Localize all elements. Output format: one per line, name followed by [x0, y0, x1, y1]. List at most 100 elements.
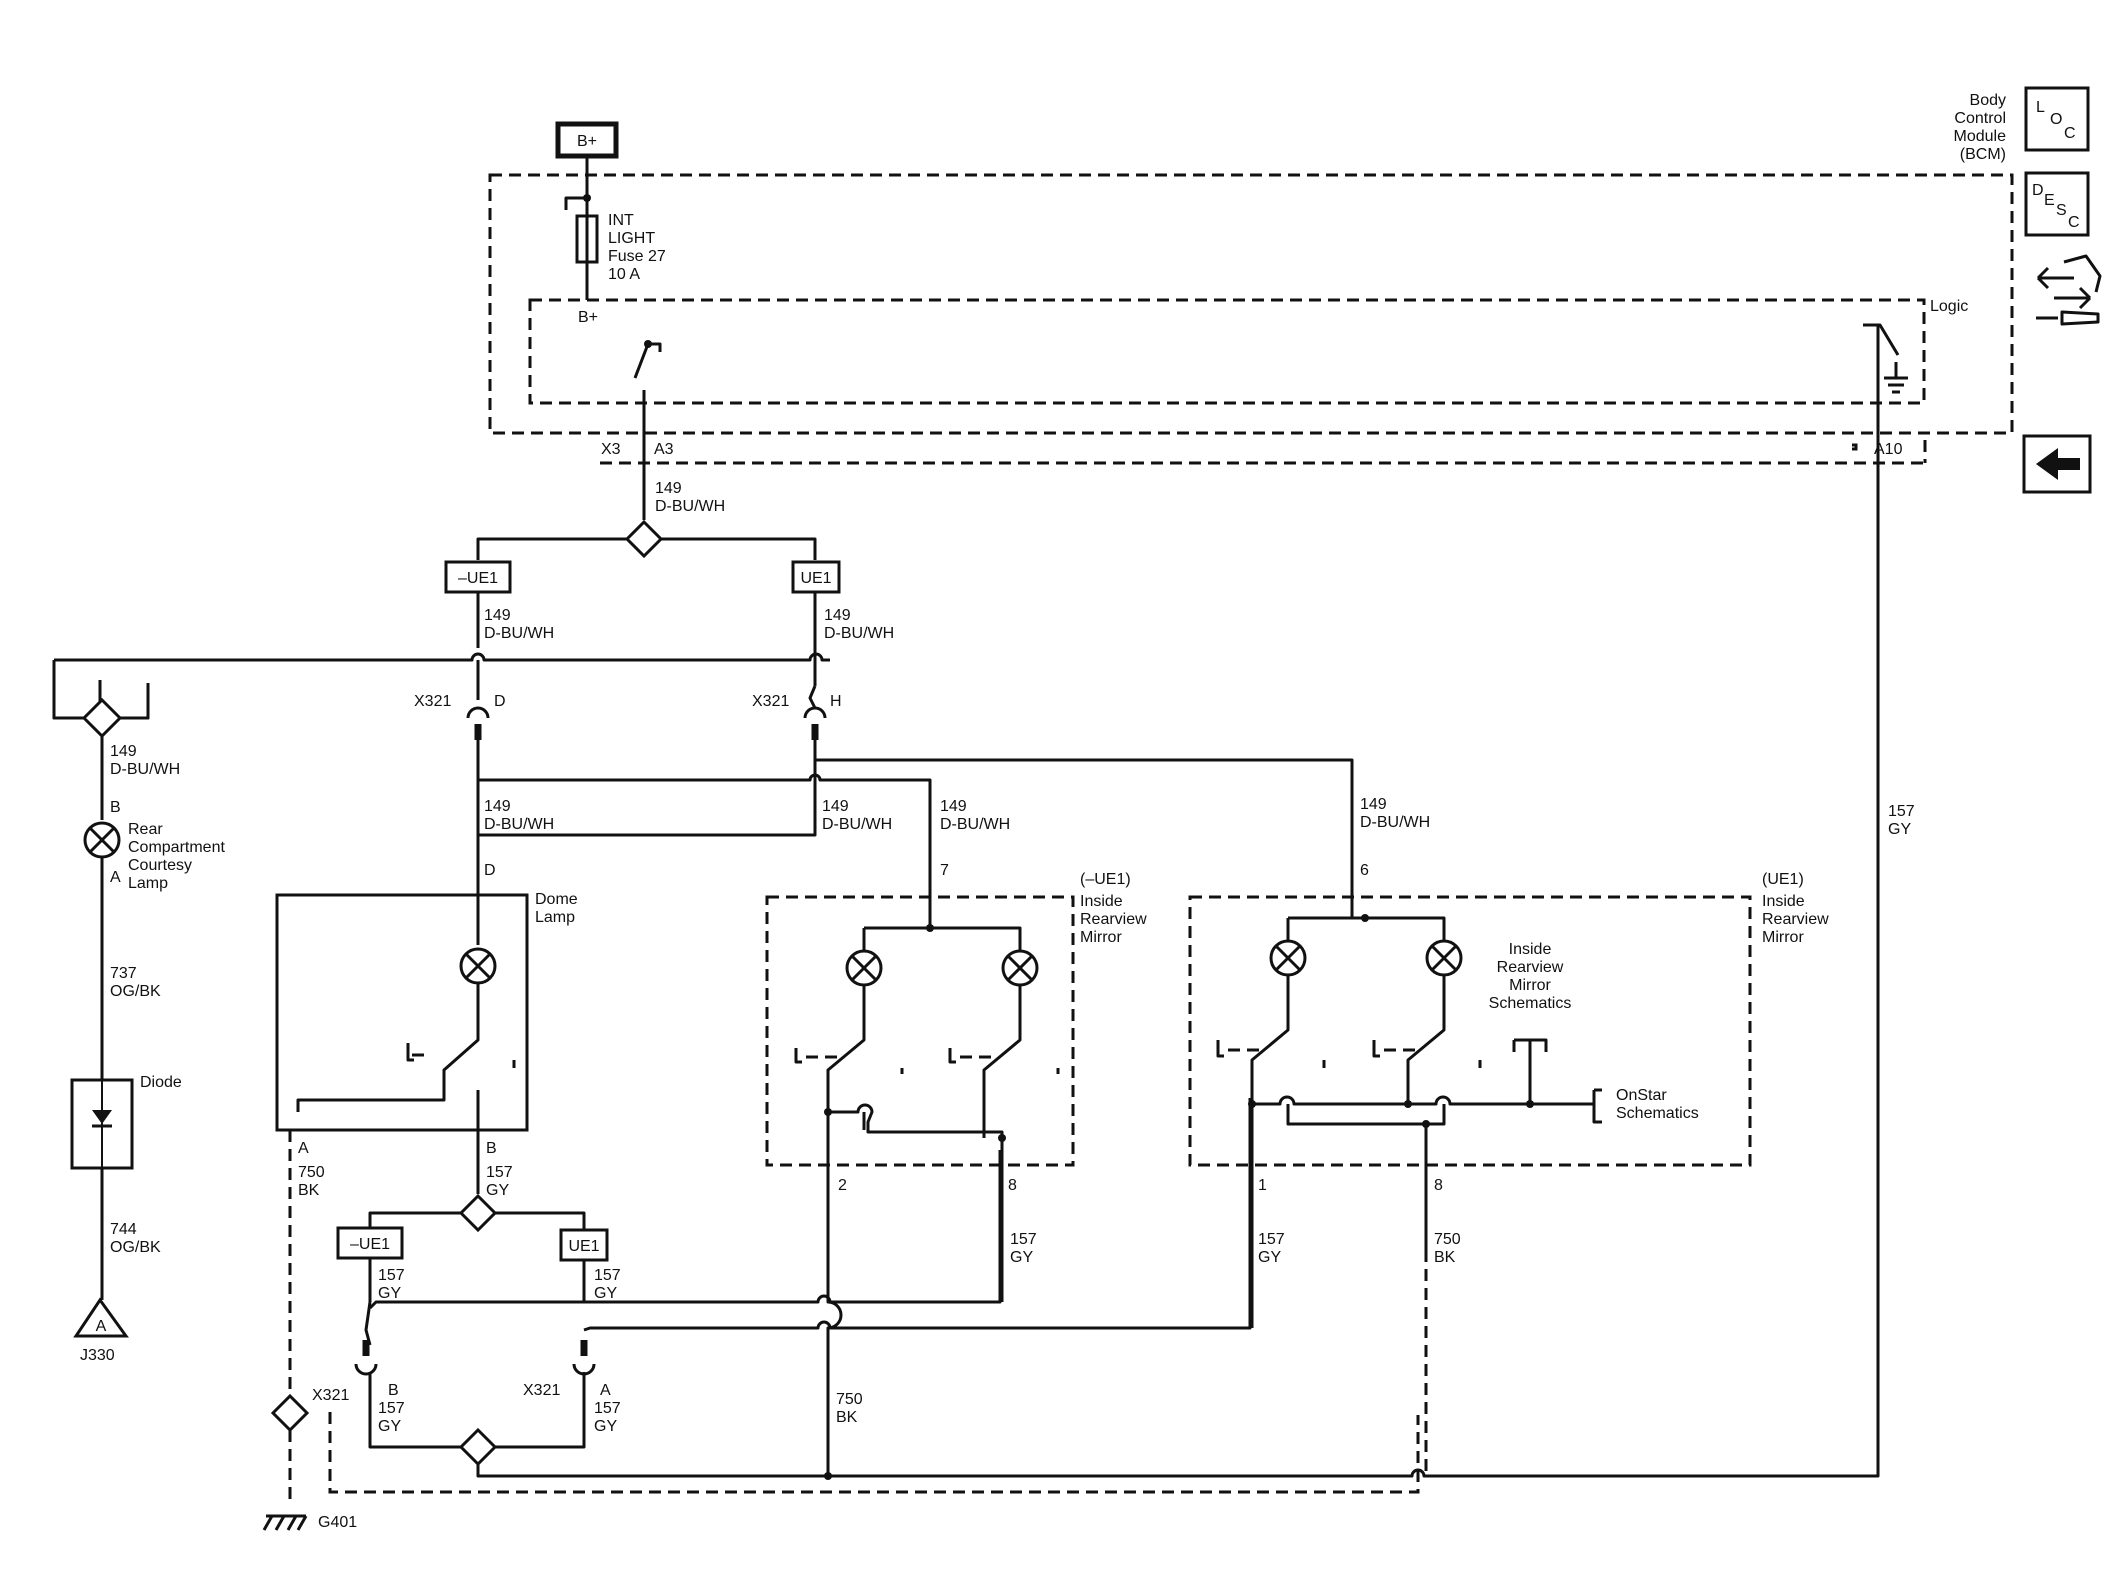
wire-149-m1-num: 149: [940, 798, 967, 815]
wire-149-dome-num: 149: [484, 798, 511, 815]
pin-8-right-label: 8: [1434, 1177, 1443, 1194]
fuse-label-3: Fuse 27: [608, 248, 666, 265]
x321-a-connector: [572, 1340, 596, 1376]
wire-744-num: 744: [110, 1221, 137, 1238]
wire-157-a-num: 157: [594, 1400, 621, 1417]
splice-ground: [270, 1393, 310, 1433]
x321-b-connector: [354, 1340, 378, 1376]
wire-737-num: 737: [110, 965, 137, 982]
mirror-schematics-label-2[interactable]: Rearview: [1497, 959, 1564, 976]
rear-lamp-pin-b: B: [110, 799, 121, 816]
wire-750-mid-color: BK: [836, 1409, 858, 1426]
back-arrow-button[interactable]: [2022, 434, 2092, 494]
mirror-left-label-1: Inside: [1080, 893, 1123, 910]
bcm-label-2: Control: [1954, 110, 2006, 127]
rear-compartment-lamp: [83, 821, 121, 859]
wire-149-mid-num: 149: [822, 798, 849, 815]
option-not-ue1-bottom: –UE1: [336, 1226, 404, 1260]
inside-mirror-not-ue1: [765, 888, 1075, 1167]
diode-label: Diode: [140, 1074, 182, 1091]
mirror-schematics-label-1[interactable]: Inside: [1509, 941, 1552, 958]
dome-pin-b: B: [486, 1140, 497, 1157]
option-ue1-bottom-label: UE1: [568, 1238, 599, 1255]
rear-lamp-label-4: Lamp: [128, 875, 168, 892]
wire-149-right-color: D-BU/WH: [824, 625, 894, 642]
j330-label: J330: [80, 1347, 115, 1364]
mirror-right-label-1: Inside: [1762, 893, 1805, 910]
mirror-left-label-2: Rearview: [1080, 911, 1147, 928]
wire-157-bcm-num: 157: [1888, 803, 1915, 820]
wire-750-right-num: 750: [1434, 1231, 1461, 1248]
option-ue1-top-label: UE1: [800, 570, 831, 587]
wire-744-color: OG/BK: [110, 1239, 161, 1256]
mirror-right-label-2: Rearview: [1762, 911, 1829, 928]
mirror-schematics-label-4[interactable]: Schematics: [1489, 995, 1572, 1012]
mirror-left-option: (–UE1): [1080, 871, 1131, 888]
wire-750-dome-color: BK: [298, 1182, 320, 1199]
wire-157-right-color: GY: [594, 1285, 617, 1302]
mirror-right-option: (UE1): [1762, 871, 1804, 888]
bcm-lamp-switch: [633, 340, 662, 477]
wire-149-m1-color: D-BU/WH: [940, 816, 1010, 833]
bplus-label: B+: [578, 309, 598, 326]
desc-glyph-s: S: [2056, 202, 2067, 219]
pin-8-left-label: 8: [1008, 1177, 1017, 1194]
splice-157-bottom: [458, 1427, 498, 1467]
wire-157-right-num: 157: [594, 1267, 621, 1284]
loc-glyph-o: O: [2050, 111, 2062, 128]
wire-157-b-color: GY: [378, 1418, 401, 1435]
mirror-left-label-3: Mirror: [1080, 929, 1122, 946]
bcm-label-3: Module: [1954, 128, 2007, 145]
bcm-label-1: Body: [1970, 92, 2006, 109]
wire-149-right-num: 149: [824, 607, 851, 624]
onstar-label-2[interactable]: Schematics: [1616, 1105, 1699, 1122]
splice-157-top: [458, 1193, 498, 1233]
fuse-label-2: LIGHT: [608, 230, 655, 247]
dome-lamp-label-1: Dome: [535, 891, 578, 908]
pin-7-label: 7: [940, 862, 949, 879]
j330-letter: A: [96, 1318, 107, 1335]
battery-label: B+: [577, 133, 597, 150]
loc-glyph-l: L: [2036, 99, 2045, 116]
j330-reference-triangle[interactable]: A: [73, 1297, 129, 1338]
pin-1-label: 1: [1258, 1177, 1267, 1194]
option-not-ue1-bottom-label: –UE1: [350, 1236, 390, 1253]
wire-157-dome-num: 157: [486, 1164, 513, 1181]
pin-a-bottom: A: [600, 1382, 611, 1399]
wire-750-right-color: BK: [1434, 1249, 1456, 1266]
wire-157-m1-num: 157: [1010, 1231, 1037, 1248]
wire-149-rear-num: 149: [110, 743, 137, 760]
option-ue1-top: UE1: [791, 560, 841, 594]
x321-h-label: X321: [752, 693, 789, 710]
rear-lamp-label-1: Rear: [128, 821, 163, 838]
splice-149-top: [624, 519, 664, 559]
wire-149-rear-color: D-BU/WH: [110, 761, 180, 778]
rear-lamp-label-3: Courtesy: [128, 857, 192, 874]
x321-h-connector: [803, 706, 827, 740]
wire-149-left-color: D-BU/WH: [484, 625, 554, 642]
pin-b-bottom: B: [388, 1382, 399, 1399]
description-icon-button[interactable]: D E S C: [2024, 171, 2090, 237]
x321-d-connector: [466, 706, 490, 740]
desc-glyph-c: C: [2068, 214, 2080, 231]
wire-149-top-color: D-BU/WH: [655, 498, 725, 515]
option-not-ue1-top-label: –UE1: [458, 570, 498, 587]
desc-glyph-d: D: [2032, 182, 2044, 199]
option-ue1-bottom: UE1: [559, 1228, 609, 1262]
fuse-27: [575, 214, 599, 264]
wire-157-a-color: GY: [594, 1418, 617, 1435]
fuse-label-1: INT: [608, 212, 634, 229]
g401-ground-symbol: [262, 1514, 308, 1531]
wire-149-dome-color: D-BU/WH: [484, 816, 554, 833]
mirror-right-label-3: Mirror: [1762, 929, 1804, 946]
pin-2-label: 2: [838, 1177, 847, 1194]
mirror-schematics-label-3[interactable]: Mirror: [1509, 977, 1551, 994]
onstar-label-1[interactable]: OnStar: [1616, 1087, 1667, 1104]
bcm-label-4: (BCM): [1960, 146, 2006, 163]
location-icon-button[interactable]: L O C: [2024, 86, 2090, 152]
option-not-ue1-top: –UE1: [444, 560, 512, 594]
pin-d-top: D: [494, 693, 506, 710]
wire-157-left-num: 157: [378, 1267, 405, 1284]
connector-tool-icon[interactable]: [2036, 254, 2102, 326]
pin-6-label: 6: [1360, 862, 1369, 879]
